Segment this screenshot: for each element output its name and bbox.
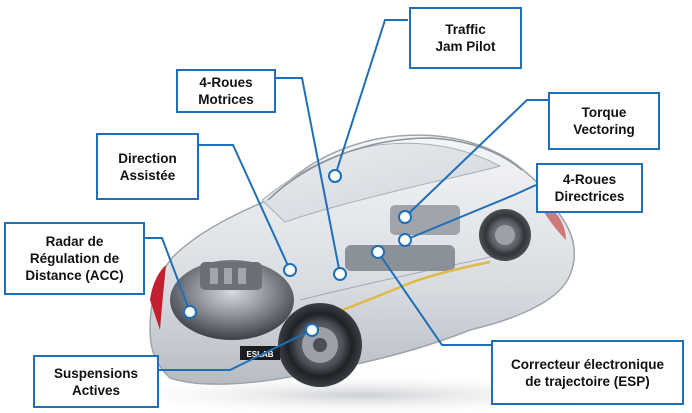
callout-line: Radar de: [45, 234, 104, 249]
callout-label: Correcteur électronique de trajectoire (…: [511, 356, 664, 390]
callout-line: de trajectoire (ESP): [525, 373, 650, 389]
callout-4-roues-directrices: 4-Roues Directrices: [536, 163, 643, 213]
rear-axle-assembly: [345, 245, 455, 271]
marker-4-roues-directrices: [398, 233, 412, 247]
callout-label: Suspensions Actives: [54, 365, 138, 399]
connector-direction-assistee: [198, 144, 291, 271]
connector-esp: [377, 251, 492, 346]
callout-traffic-jam-pilot: Traffic Jam Pilot: [409, 7, 522, 69]
callout-label: Direction Assistée: [118, 150, 177, 184]
front-hub-center: [313, 338, 327, 352]
callout-line: Distance (ACC): [25, 268, 124, 283]
callout-direction-assistee: Direction Assistée: [96, 133, 199, 200]
connector-lines: [145, 19, 548, 371]
roof-line: [267, 137, 523, 201]
connector-4-roues-directrices: [404, 184, 537, 241]
marker-4-roues-motrices: [333, 267, 347, 281]
callout-line: Torque: [581, 105, 627, 120]
callout-label: 4-Roues Directrices: [555, 171, 625, 205]
callout-radar-acc: Radar de Régulation de Distance (ACC): [4, 222, 145, 295]
engine-detail: [224, 268, 232, 284]
callout-line: Assistée: [119, 167, 176, 183]
callout-line: Traffic: [445, 22, 486, 37]
marker-traffic-jam-pilot: [328, 169, 342, 183]
engine-detail: [210, 268, 218, 284]
marker-torque-vectoring: [398, 210, 412, 224]
callout-line: Suspensions: [53, 365, 139, 381]
callout-line: Directrices: [554, 189, 625, 204]
connector-radar-acc: [145, 237, 191, 313]
callout-line: Direction: [118, 150, 177, 166]
callout-line: Correcteur électronique: [510, 356, 665, 372]
callout-line: 4-Roues: [199, 75, 253, 90]
callout-line: Actives: [71, 382, 121, 398]
callout-line: Vectoring: [573, 122, 635, 137]
callout-line: Régulation de: [29, 251, 120, 266]
callout-label: Traffic Jam Pilot: [435, 21, 495, 55]
connector-suspensions-actives: [158, 329, 313, 371]
callout-line: Jam Pilot: [435, 39, 496, 54]
callout-line: Motrices: [198, 92, 254, 107]
callout-label: Radar de Régulation de Distance (ACC): [25, 233, 123, 284]
callout-4-roues-motrices: 4-Roues Motrices: [176, 69, 276, 113]
front-light: [150, 265, 166, 330]
callout-line: 4-Roues: [562, 172, 617, 187]
connector-traffic-jam-pilot: [334, 19, 408, 177]
rear-hub: [495, 225, 515, 245]
engine-detail: [238, 268, 246, 284]
callout-suspensions-actives: Suspensions Actives: [33, 355, 159, 408]
marker-dots: [183, 169, 412, 337]
callout-label: Torque Vectoring: [573, 104, 635, 138]
callout-label: 4-Roues Motrices: [198, 74, 254, 108]
marker-radar-acc: [183, 305, 197, 319]
callout-esp: Correcteur électronique de trajectoire (…: [491, 340, 684, 405]
connector-torque-vectoring: [404, 99, 548, 218]
connector-4-roues-motrices: [276, 77, 341, 275]
marker-direction-assistee: [283, 263, 297, 277]
rear-light: [544, 205, 566, 240]
marker-esp: [371, 245, 385, 259]
callout-torque-vectoring: Torque Vectoring: [548, 92, 660, 150]
marker-suspensions-actives: [305, 323, 319, 337]
